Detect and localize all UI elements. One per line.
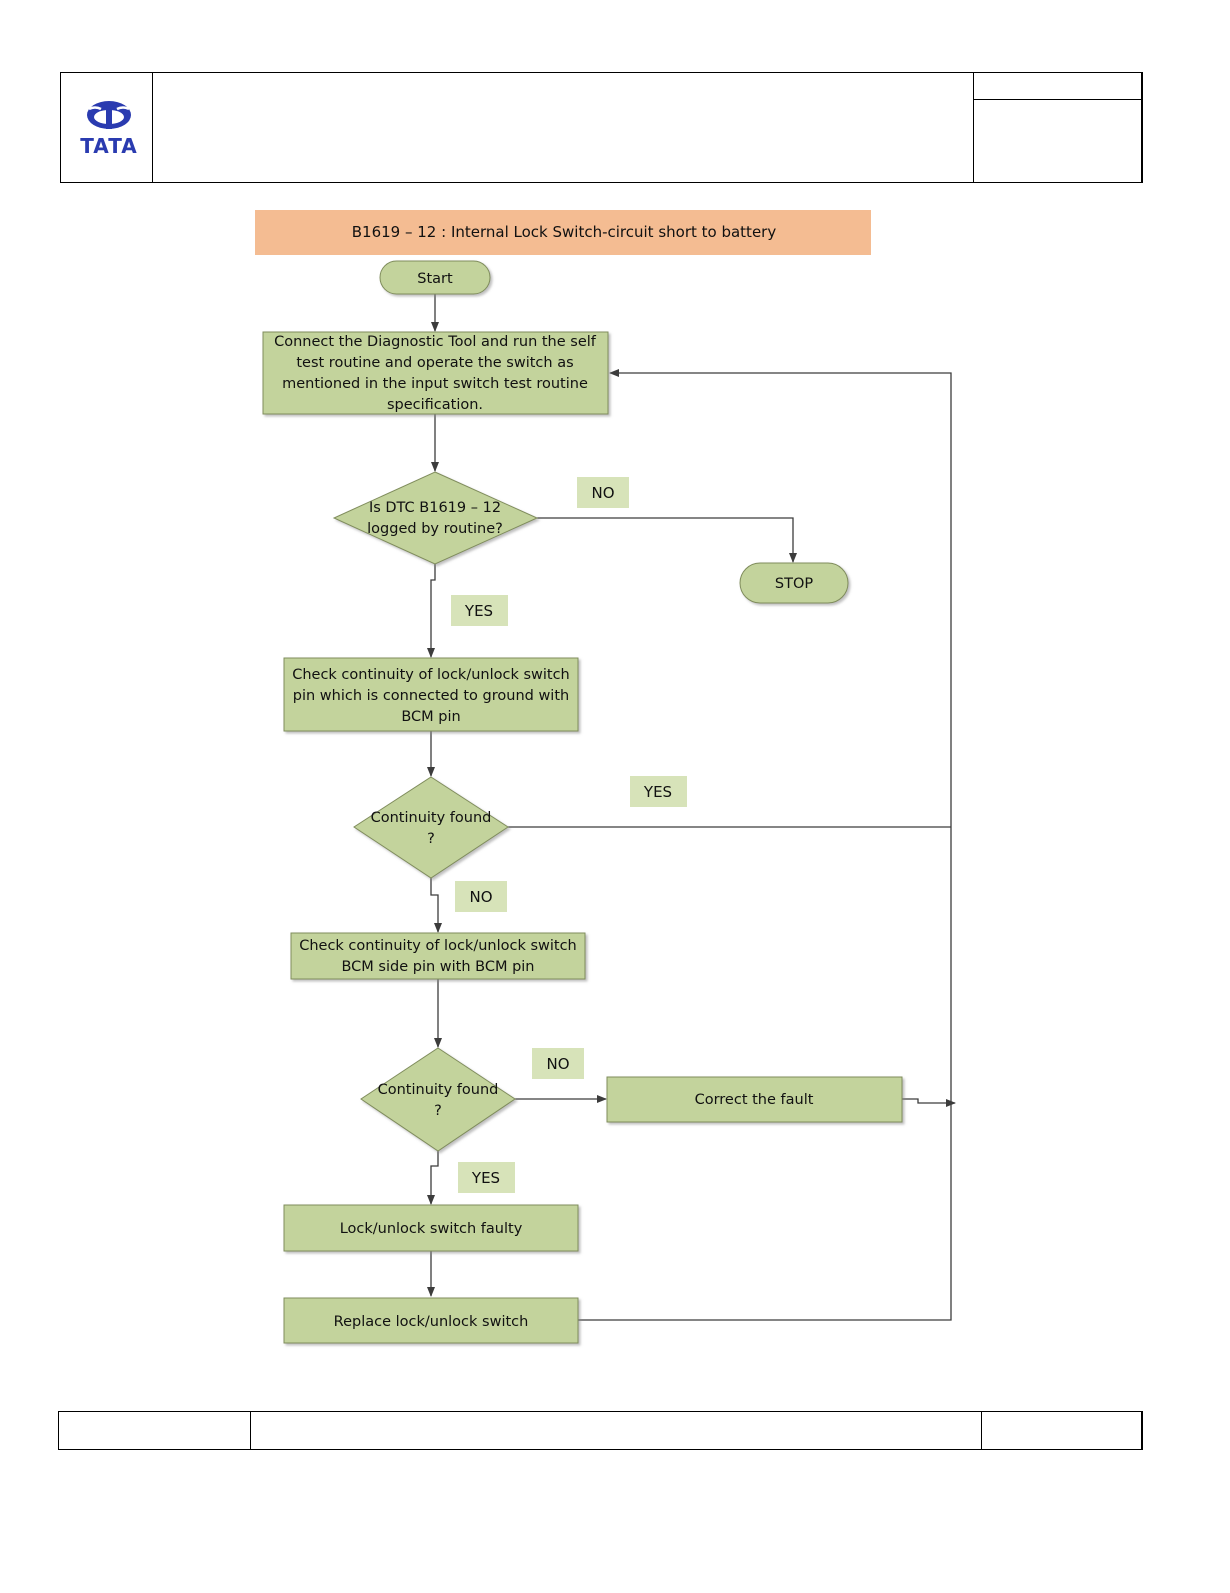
flowchart-title: B1619 – 12 : Internal Lock Switch-circui…	[352, 223, 777, 241]
decision3-yes-label-bg	[458, 1162, 515, 1193]
step1-line-3: mentioned in the input switch test routi…	[282, 376, 588, 392]
replace-switch-box	[283, 1297, 579, 1344]
decision2-diamond	[353, 776, 509, 879]
step1-line-2: test routine and operate the switch as	[296, 355, 573, 371]
switch-faulty-label: Lock/unlock switch faulty	[340, 1221, 523, 1237]
step3-line-1: Check continuity of lock/unlock switch	[299, 938, 577, 954]
correct-fault-label: Correct the fault	[695, 1092, 814, 1108]
stop-label: STOP	[775, 576, 813, 592]
start-terminator	[379, 260, 491, 295]
decision2-yes-label-bg	[630, 776, 687, 807]
step2-line-3: BCM pin	[401, 709, 460, 725]
connector-decision1-yes-step2	[427, 564, 436, 658]
decision1-line-2: logged by routine?	[367, 521, 503, 537]
tata-logo: TATA	[80, 101, 138, 158]
step1-box	[262, 331, 609, 415]
decision3-no-label-bg	[532, 1048, 584, 1079]
decision3-diamond	[360, 1047, 516, 1152]
connector-lines	[427, 294, 956, 1321]
connector-decision3-yes-faulty	[427, 1151, 439, 1205]
footer-table	[58, 1411, 1143, 1450]
decision1-yes-label: YES	[464, 602, 493, 620]
decision3-yes-label: YES	[471, 1169, 500, 1187]
decision1-no-label-bg	[577, 477, 629, 508]
step2-line-1: Check continuity of lock/unlock switch	[292, 667, 570, 683]
decision3-line-2: ?	[434, 1103, 442, 1119]
start-label: Start	[417, 271, 453, 287]
decision2-line-1: Continuity found	[371, 810, 492, 826]
decision3-no-label: NO	[546, 1055, 569, 1073]
connector-correct-loop	[902, 1098, 956, 1107]
footer-left-cell	[58, 1411, 251, 1450]
tata-emblem-icon	[87, 101, 131, 129]
step3-line-2: BCM side pin with BCM pin	[341, 959, 534, 975]
connector-decision2-no-step3	[430, 878, 442, 933]
decision2-no-label-bg	[455, 881, 507, 912]
decision2-line-2: ?	[427, 831, 435, 847]
flowchart-title-bar	[255, 210, 871, 255]
decision3-line-1: Continuity found	[378, 1082, 499, 1098]
step3-box	[290, 932, 586, 980]
header-table: TATA	[60, 72, 1143, 183]
connector-replace-loop	[578, 369, 952, 1321]
connector-decision1-no-stop	[537, 517, 797, 563]
decision2-yes-label: YES	[643, 783, 672, 801]
correct-fault-box	[606, 1076, 903, 1123]
step2-box	[283, 657, 579, 732]
step2-line-2: pin which is connected to ground with	[293, 688, 569, 704]
footer-right-cell	[981, 1411, 1143, 1450]
replace-switch-label: Replace lock/unlock switch	[334, 1314, 529, 1330]
decision1-yes-label-bg	[451, 595, 508, 626]
step1-line-1: Connect the Diagnostic Tool and run the …	[274, 334, 597, 350]
decision1-line-1: Is DTC B1619 – 12	[369, 500, 501, 516]
header-logo-cell: TATA	[60, 72, 153, 183]
tata-wordmark: TATA	[80, 134, 138, 158]
step1-line-4: specification.	[387, 397, 483, 413]
decision1-no-label: NO	[591, 484, 614, 502]
decision2-no-label: NO	[469, 888, 492, 906]
switch-faulty-box	[283, 1204, 579, 1252]
footer-middle-cell	[250, 1411, 983, 1450]
decision1-diamond	[332, 471, 539, 565]
header-right-bottom-cell	[973, 99, 1143, 183]
stop-terminator	[739, 562, 849, 604]
